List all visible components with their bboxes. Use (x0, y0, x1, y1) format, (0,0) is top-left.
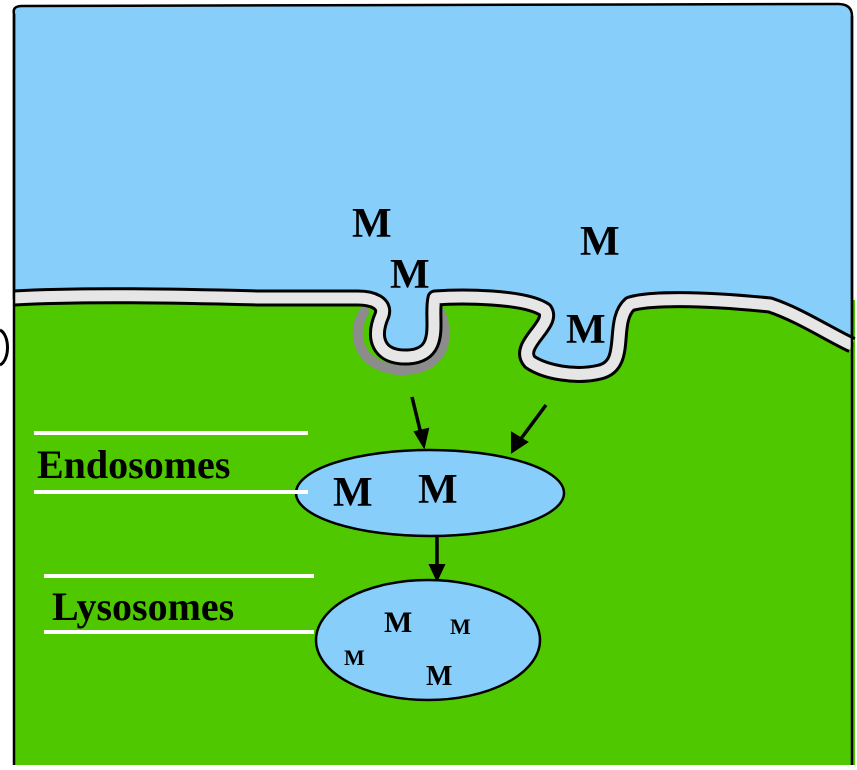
molecule-endosome-2: M (418, 467, 458, 513)
edge-arc (0, 330, 8, 365)
molecule-endosome-1: M (333, 470, 373, 516)
molecule-outside-3: M (580, 219, 620, 265)
endosomes-label: Endosomes (37, 442, 230, 487)
molecule-lysosome-4: M (426, 661, 452, 692)
molecule-lysosome-1: M (384, 606, 412, 639)
molecule-outside-2: M (390, 252, 430, 298)
molecule-lysosome-2: M (450, 614, 471, 639)
lysosomes-label: Lysosomes (52, 584, 234, 629)
molecule-pit-right: M (566, 307, 606, 353)
molecule-lysosome-3: M (344, 645, 365, 670)
molecule-outside-1: M (352, 201, 392, 247)
